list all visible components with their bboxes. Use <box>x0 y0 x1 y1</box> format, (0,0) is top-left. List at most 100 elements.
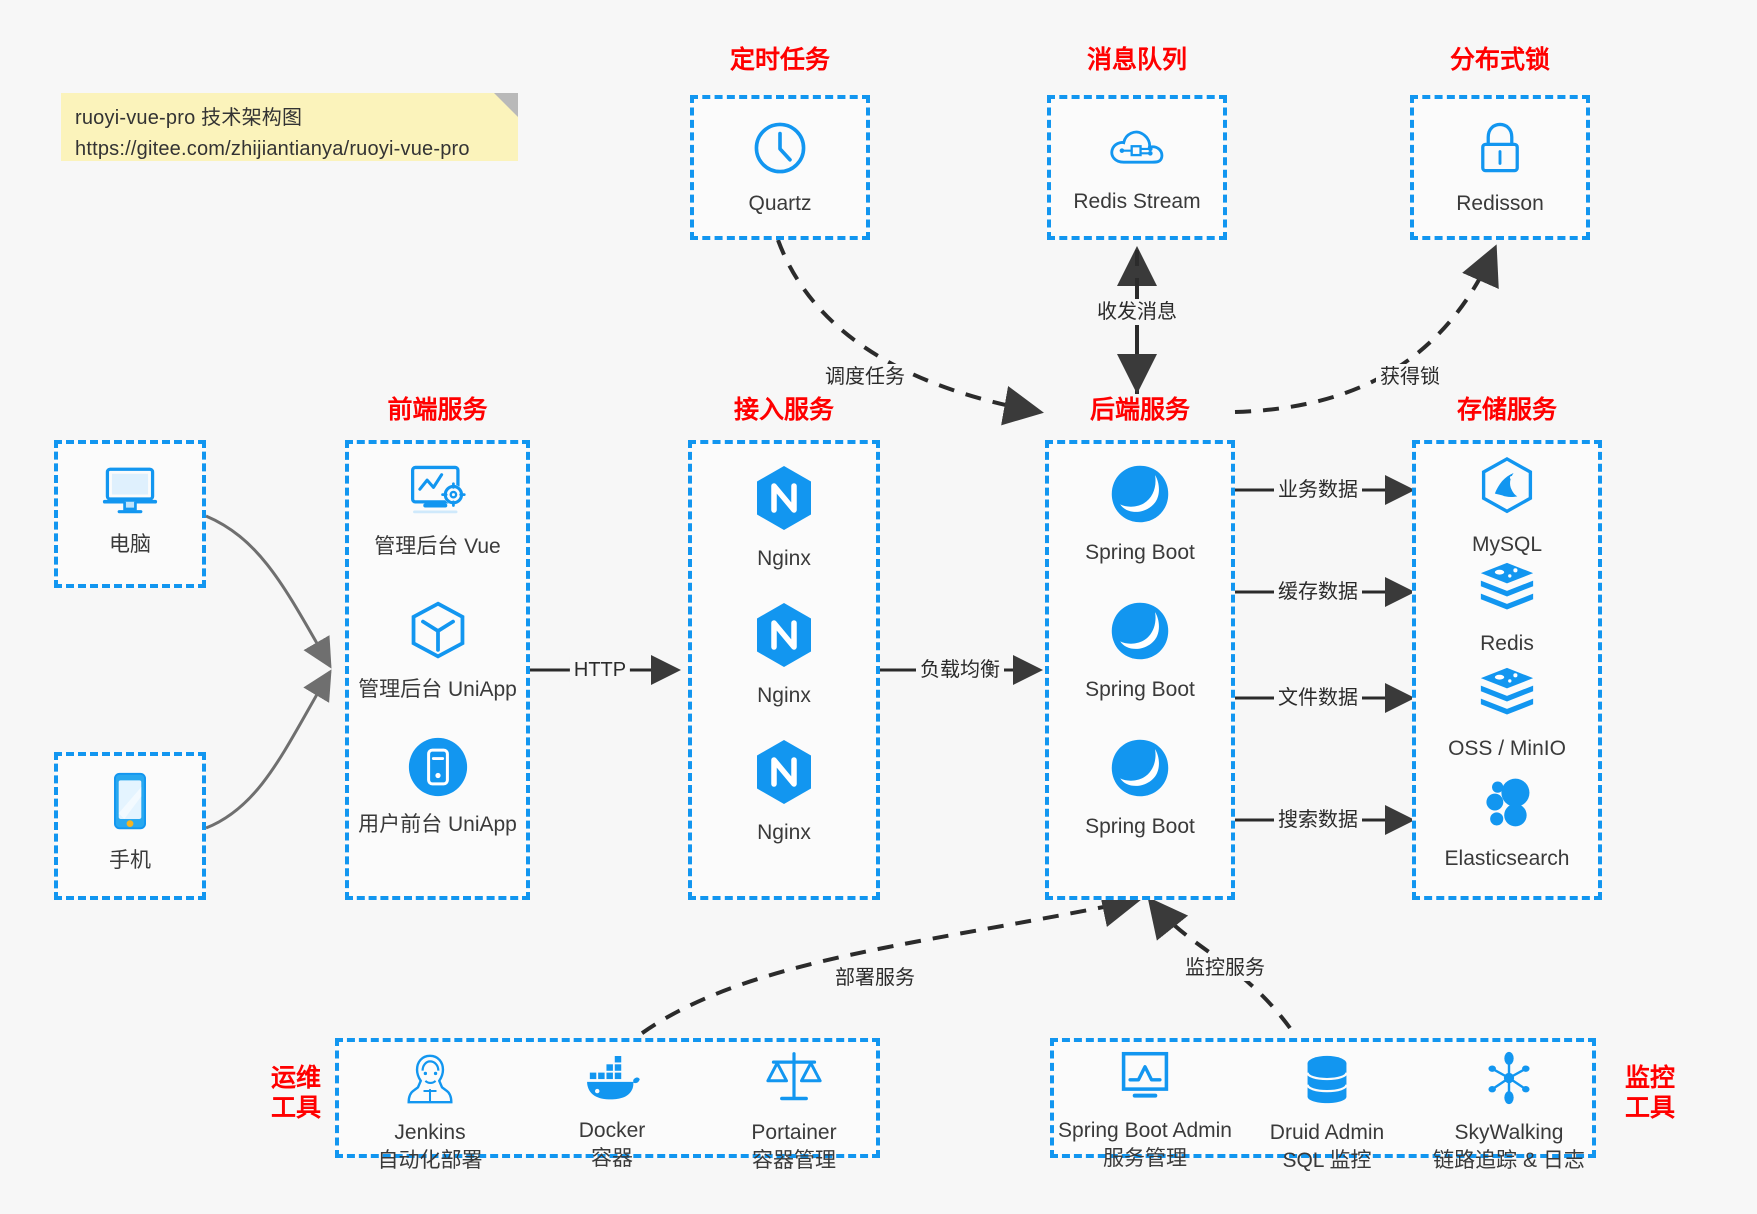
group-title-mq: 消息队列 <box>1086 46 1187 74</box>
scales-icon <box>766 1050 822 1111</box>
node-redisson[interactable]: Redisson <box>1414 119 1586 218</box>
note-line-1: ruoyi-vue-pro 技术架构图 <box>75 107 303 129</box>
elasticsearch-icon <box>1477 774 1537 837</box>
cube-icon <box>406 599 470 668</box>
node-spring-boot-2[interactable]: Spring Boot <box>1049 599 1231 704</box>
group-title-monitor: 监控 工具 <box>1612 1063 1688 1123</box>
group-box-gateway: Nginx Nginx Nginx <box>688 440 880 900</box>
node-label: 手机 <box>109 849 151 872</box>
node-label: Druid Admin <box>1269 1121 1385 1144</box>
node-skywalking[interactable]: SkyWalking 链路追踪 & 日志 <box>1418 1050 1600 1175</box>
node-label: OSS / MinIO <box>1448 737 1566 760</box>
edge-label-schedule: 调度任务 <box>821 364 909 390</box>
edge-label-file-data: 文件数据 <box>1274 685 1362 711</box>
jenkins-icon <box>405 1052 455 1111</box>
node-label: Nginx <box>757 547 811 570</box>
group-box-frontend: 管理后台 Vue 管理后台 UniApp 用户前台 UniApp <box>345 440 530 900</box>
docker-icon <box>583 1056 641 1109</box>
spring-boot-icon <box>1108 599 1172 668</box>
node-nginx-1[interactable]: Nginx <box>692 464 876 573</box>
edge-label-search-data: 搜索数据 <box>1274 807 1362 833</box>
group-title-gateway: 接入服务 <box>733 396 834 424</box>
desktop-icon <box>99 462 161 523</box>
node-label: 电脑 <box>109 533 151 556</box>
skywalking-icon <box>1481 1050 1537 1111</box>
node-sublabel: 容器 <box>591 1147 633 1170</box>
node-redis-stream[interactable]: Redis Stream <box>1051 121 1223 216</box>
group-title-devops-line2: 工具 <box>270 1094 321 1122</box>
group-title-lock: 分布式锁 <box>1449 46 1550 74</box>
node-sublabel: 服务管理 <box>1103 1147 1187 1170</box>
node-nginx-2[interactable]: Nginx <box>692 601 876 710</box>
redis-icon <box>1477 561 1537 622</box>
group-title-devops-line1: 运维 <box>270 1064 321 1092</box>
group-box-client-desktop: 电脑 <box>54 440 206 588</box>
spring-boot-icon <box>1108 736 1172 805</box>
node-sublabel: 自动化部署 <box>377 1149 483 1172</box>
group-title-backend: 后端服务 <box>1089 396 1190 424</box>
nginx-icon <box>753 738 815 811</box>
node-elasticsearch[interactable]: Elasticsearch <box>1416 774 1598 873</box>
node-user-uniapp[interactable]: 用户前台 UniApp <box>349 736 526 839</box>
nginx-icon <box>753 601 815 674</box>
dashboard-gear-icon <box>405 462 471 525</box>
group-title-monitor-line1: 监控 <box>1624 1064 1675 1092</box>
node-label: Docker <box>578 1119 646 1142</box>
group-box-scheduler: Quartz <box>690 95 870 240</box>
monitor-chart-icon <box>1118 1050 1172 1109</box>
node-label: 用户前台 UniApp <box>358 813 517 836</box>
node-label: Nginx <box>757 821 811 844</box>
app-circle-icon <box>407 736 469 803</box>
node-druid-admin[interactable]: Druid Admin SQL 监控 <box>1236 1054 1418 1175</box>
node-mysql[interactable]: MySQL <box>1416 456 1598 559</box>
node-nginx-3[interactable]: Nginx <box>692 738 876 847</box>
lock-icon <box>1472 119 1528 182</box>
group-box-lock: Redisson <box>1410 95 1590 240</box>
note-line-2: https://gitee.com/zhijiantianya/ruoyi-vu… <box>75 138 470 160</box>
database-icon <box>1302 1054 1352 1111</box>
node-spring-boot-admin[interactable]: Spring Boot Admin 服务管理 <box>1054 1050 1236 1173</box>
group-title-devops: 运维 工具 <box>258 1063 334 1123</box>
node-jenkins[interactable]: Jenkins 自动化部署 <box>339 1052 521 1175</box>
node-sublabel: 容器管理 <box>752 1149 836 1172</box>
edge-label-cache-data: 缓存数据 <box>1274 579 1362 605</box>
group-box-backend: Spring Boot Spring Boot Spring Boot <box>1045 440 1235 900</box>
oss-icon <box>1477 666 1537 727</box>
edge-label-lb: 负载均衡 <box>916 657 1004 683</box>
node-admin-uniapp[interactable]: 管理后台 UniApp <box>349 599 526 704</box>
node-docker[interactable]: Docker 容器 <box>521 1056 703 1173</box>
node-mobile[interactable]: 手机 <box>58 770 202 875</box>
node-label: 管理后台 Vue <box>374 535 501 558</box>
edge-label-deploy: 部署服务 <box>831 965 919 991</box>
node-label: Elasticsearch <box>1444 847 1570 870</box>
group-box-storage: MySQL Redis <box>1412 440 1602 900</box>
node-sublabel: 链路追踪 & 日志 <box>1433 1149 1585 1172</box>
edge-label-monitoring: 监控服务 <box>1181 955 1269 981</box>
clock-icon <box>751 119 809 182</box>
node-spring-boot-1[interactable]: Spring Boot <box>1049 462 1231 567</box>
node-label: Spring Boot <box>1085 678 1195 701</box>
edge-label-http: HTTP <box>569 657 631 683</box>
node-desktop[interactable]: 电脑 <box>58 462 202 559</box>
node-label: Portainer <box>751 1121 837 1144</box>
node-portainer[interactable]: Portainer 容器管理 <box>703 1050 885 1175</box>
node-label: Quartz <box>748 192 812 215</box>
note-fold-corner <box>494 93 518 117</box>
node-quartz[interactable]: Quartz <box>694 119 866 218</box>
node-label: Redis <box>1480 632 1534 655</box>
node-label: Spring Boot <box>1085 541 1195 564</box>
group-box-client-mobile: 手机 <box>54 752 206 900</box>
node-spring-boot-3[interactable]: Spring Boot <box>1049 736 1231 841</box>
group-box-monitor: Spring Boot Admin 服务管理 Druid Admin SQL 监… <box>1050 1038 1596 1172</box>
node-admin-vue[interactable]: 管理后台 Vue <box>349 462 526 561</box>
cloud-network-icon <box>1106 121 1168 180</box>
mysql-icon <box>1478 456 1536 523</box>
node-label: Redisson <box>1456 192 1544 215</box>
group-title-monitor-line2: 工具 <box>1624 1094 1675 1122</box>
node-sublabel: SQL 监控 <box>1282 1149 1372 1172</box>
node-oss-minio[interactable]: OSS / MinIO <box>1416 666 1598 763</box>
edge-label-message: 收发消息 <box>1093 299 1181 325</box>
group-title-scheduler: 定时任务 <box>729 46 830 74</box>
node-redis[interactable]: Redis <box>1416 561 1598 658</box>
